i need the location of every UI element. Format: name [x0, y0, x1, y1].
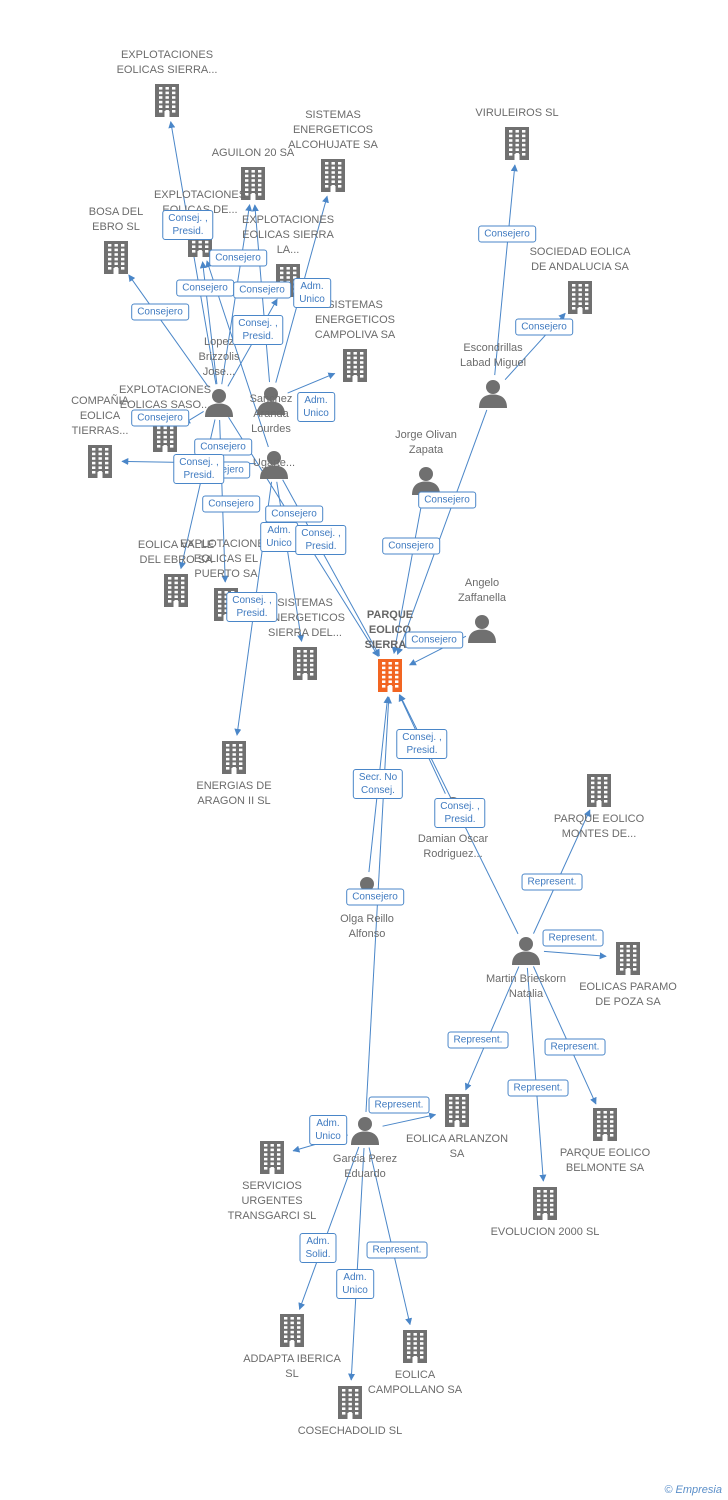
node-label: Ugarte...	[252, 457, 296, 469]
relation-label[interactable]: Represent.	[366, 1241, 428, 1259]
relation-label[interactable]: Consej. , Presid.	[295, 525, 347, 555]
relation-label[interactable]: Consejero	[194, 438, 252, 456]
edge-p8-c17	[543, 950, 607, 960]
node-label: EOLICA VALLE DEL EBRO SA	[137, 539, 215, 566]
relation-label[interactable]: Consejero	[131, 409, 189, 427]
edge-p9-c24	[348, 1147, 365, 1381]
edge-p2-c7	[287, 372, 336, 394]
node-label: EOLICA CAMPOLLANO SA	[367, 1369, 463, 1396]
node-label: EXPLOTACIONES EOLICAS SIERRA...	[116, 49, 218, 76]
relation-label[interactable]: Consejero	[405, 631, 463, 649]
edge-p8-c19	[532, 966, 597, 1105]
node-label: Jorge Olivan Zapata	[395, 429, 457, 456]
relation-label[interactable]: Adm. Unico	[336, 1269, 374, 1299]
node-label: Martin Brieskorn Natalia	[485, 973, 567, 1000]
node-label: AGUILON 20 SA	[211, 147, 295, 159]
relation-label[interactable]: Consejero	[346, 888, 404, 906]
relation-label[interactable]: Adm. Unico	[260, 522, 298, 552]
edge-p9-c22	[298, 1146, 360, 1310]
node-label: ADDAPTA IBERICA SL	[243, 1353, 341, 1380]
node-label: Sanchez Aranda Lourdes	[249, 393, 293, 435]
node-label: Damian Oscar Rodriguez...	[417, 833, 489, 860]
node-label: BOSA DEL EBRO SL	[88, 206, 144, 233]
node-label: SISTEMAS ENERGETICOS SIERRA DEL...	[264, 597, 346, 639]
node-label: COSECHADOLID SL	[297, 1425, 403, 1437]
edge-p9-c23	[368, 1147, 413, 1326]
node-label: EOLICA ARLANZON SA	[405, 1133, 509, 1160]
node-label: PARQUE EOLICO SIERRA...	[364, 609, 416, 651]
relation-label[interactable]: Represent.	[544, 1038, 606, 1056]
edge-p8-c18	[464, 966, 520, 1091]
relation-label[interactable]: Consejero	[233, 281, 291, 299]
node-label: PARQUE EOLICO MONTES DE...	[553, 813, 645, 840]
node-label: EOLICAS PARAMO DE POZA SA	[579, 981, 677, 1008]
edge-p3-c8	[494, 164, 518, 376]
node-label: SERVICIOS URGENTES TRANSGARCI SL	[227, 1180, 317, 1222]
node-label: COMPAÑIA EOLICA TIERRAS...	[71, 395, 129, 437]
relation-label[interactable]: Consej. , Presid.	[226, 592, 278, 622]
relation-label[interactable]: Consejero	[202, 495, 260, 513]
copyright-symbol: ©	[664, 1484, 673, 1496]
relation-label[interactable]: Adm. Solid.	[299, 1233, 337, 1263]
node-label: EVOLUCION 2000 SL	[490, 1226, 600, 1238]
node-label: VIRULEIROS SL	[475, 107, 559, 119]
relation-label[interactable]: Adm. Unico	[309, 1115, 347, 1145]
node-label: ENERGIAS DE ARAGON II SL	[196, 780, 272, 807]
relation-label[interactable]: Consej. , Presid.	[173, 454, 225, 484]
node-label: Lopez Brizzolis Jose...	[198, 336, 240, 378]
node-label: EXPLOTACIONES EOLICAS SASO...	[118, 384, 212, 411]
relation-label[interactable]: Secr. No Consej.	[352, 769, 404, 799]
node-label: EXPLOTACIONES EOLICAS SIERRA LA...	[241, 214, 335, 256]
node-label: SOCIEDAD EOLICA DE ANDALUCIA SA	[529, 246, 631, 273]
relation-label[interactable]: Consej. , Presid.	[162, 210, 214, 240]
relation-label[interactable]: Consej. , Presid.	[434, 798, 486, 828]
node-label: Angelo Zaffanella	[457, 577, 507, 604]
relation-label[interactable]: Consej. , Presid.	[232, 315, 284, 345]
relation-label[interactable]: Consej. , Presid.	[396, 729, 448, 759]
footer-brand: © Empresia	[664, 1484, 722, 1496]
edge-p8-c16	[533, 809, 591, 934]
relation-label[interactable]: Adm. Unico	[297, 392, 335, 422]
relation-label[interactable]: Consejero	[131, 303, 189, 321]
node-label: SISTEMAS ENERGETICOS CAMPOLIVA SA	[314, 299, 396, 341]
node-label: SISTEMAS ENERGETICOS ALCOHUJATE SA	[288, 109, 378, 151]
relation-label[interactable]: Consejero	[478, 225, 536, 243]
node-label: Escondrillas Labad Miguel	[459, 342, 527, 369]
edge-p8-c20	[526, 967, 547, 1182]
edge-p3-c0	[396, 409, 488, 655]
edge-p1-c5	[128, 274, 209, 388]
relation-label[interactable]: Consejero	[265, 505, 323, 523]
relation-label[interactable]: Consejero	[176, 279, 234, 297]
node-label: EXPLOTACIONES EOLICAS EL PUERTO SA	[179, 538, 273, 580]
node-label: PARQUE EOLICO BELMONTE SA	[559, 1147, 651, 1174]
relation-label[interactable]: Consejero	[515, 318, 573, 336]
relation-label[interactable]: Represent.	[521, 873, 583, 891]
edge-p9-c18	[382, 1112, 437, 1127]
relation-label[interactable]: Represent.	[507, 1079, 569, 1097]
relation-label[interactable]: Represent.	[368, 1096, 430, 1114]
node-label: Garcia Perez Eduardo	[332, 1153, 398, 1180]
relation-label[interactable]: Represent.	[542, 929, 604, 947]
edge-p4-c0	[391, 497, 424, 655]
relation-label[interactable]: Represent.	[447, 1031, 509, 1049]
relation-label[interactable]: Consejero	[209, 249, 267, 267]
relation-label[interactable]: Consejero	[382, 537, 440, 555]
relation-label[interactable]: Adm. Unico	[293, 278, 331, 308]
node-label: Olga Reillo Alfonso	[340, 913, 394, 940]
brand-name: Empresia	[675, 1484, 722, 1496]
relation-label[interactable]: Consejero	[418, 491, 476, 509]
